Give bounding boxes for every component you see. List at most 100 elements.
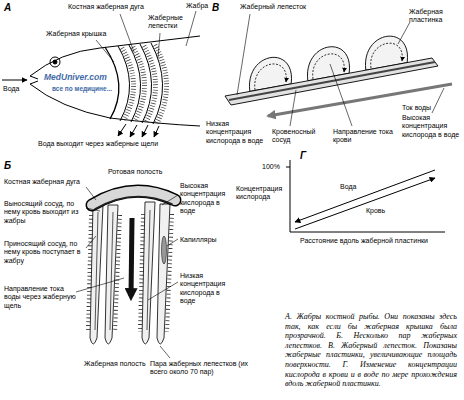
panel-letter: Б (4, 160, 11, 172)
fish-head (53, 60, 57, 64)
water-arrow (2, 80, 27, 81)
leader-line (162, 195, 178, 205)
capillaries (162, 236, 167, 264)
water-flow-arrow (131, 218, 132, 296)
graph-axes (286, 160, 445, 232)
leader-line (432, 88, 444, 113)
part-label: Костная жаберная дуга (4, 178, 84, 186)
part-label: Жаберные лепестки (148, 14, 186, 31)
leader-line (76, 278, 124, 292)
figure-caption: А. Жабры костной рыбы. Они показаны здес… (285, 312, 457, 389)
capillaries (147, 210, 150, 330)
water-arrow (2, 80, 159, 137)
leader-line (237, 14, 444, 126)
series-label: Вода (340, 183, 356, 191)
lamellae-ridges (88, 215, 91, 332)
part-label: Кровеносный сосуд (272, 128, 327, 145)
concentration-line (295, 170, 435, 229)
leader-line (86, 187, 96, 200)
bony-gill-arch (92, 191, 175, 205)
bony-gill-arch (92, 191, 175, 205)
note-label: Низкая концентрация кислорода в воде (180, 272, 232, 305)
capillaries (110, 212, 113, 330)
gill-filament (90, 205, 103, 344)
leader-line (330, 64, 352, 126)
lamellae-ridges (167, 214, 172, 332)
leader-line (160, 346, 170, 358)
capillaries (95, 210, 167, 330)
gill-filament-bar (225, 58, 438, 105)
leader-line (237, 14, 250, 95)
axis-label: Концентрация кислорода (236, 185, 286, 202)
blood-vessel (229, 62, 435, 100)
part-label: Приносящий сосуд, по нему кровь поступае… (4, 240, 84, 265)
flow-label: Направление тока воды через жаберную щел… (4, 285, 76, 310)
part-label: Капилляры (180, 236, 217, 244)
part-label: Жаберная пластинка (409, 8, 461, 25)
gill-filaments (144, 46, 156, 122)
part-label: Жаберная полость (84, 360, 146, 368)
watermark: все по медицине... (52, 85, 112, 93)
panel-letter: А (4, 2, 11, 14)
panel-letter: Г (300, 150, 306, 162)
panel-letter: В (212, 2, 219, 14)
part-label: Пара жаберных лепестков (их всего около … (150, 360, 260, 377)
axis-tick-label: 100% (262, 163, 280, 171)
watermark: MedUniver.com (44, 72, 107, 82)
concentration-line (295, 178, 435, 229)
part-label: Жаберная крышка (46, 30, 106, 38)
fish-head (30, 84, 200, 126)
water-flow-arrow (131, 218, 132, 296)
leader-line (96, 40, 114, 62)
gill-filament (142, 202, 155, 344)
leader-line (86, 208, 100, 211)
gill-filament (90, 202, 170, 344)
water-arrow (154, 126, 159, 137)
flow-label: Вода (3, 85, 19, 93)
flow-label: Ток воды (402, 104, 431, 112)
fish-head (105, 47, 119, 119)
graph-axes (286, 167, 290, 168)
fish-head (30, 36, 200, 126)
gill-filaments (122, 48, 134, 120)
leader-line (86, 236, 96, 248)
leader-line (76, 187, 178, 358)
leader-line (158, 33, 160, 58)
leader-line (186, 11, 196, 46)
fish-head (50, 57, 60, 67)
concentration-line (295, 170, 435, 222)
gill-filament-bar (225, 58, 438, 105)
leader-line (167, 239, 178, 246)
gill-filaments (155, 45, 167, 123)
bony-gill-arch (92, 191, 175, 209)
lamellae-ridges (88, 214, 172, 332)
graph-axes (290, 160, 445, 232)
water-flow-arrow (268, 84, 452, 116)
fish-head (30, 36, 200, 76)
leader-line (96, 11, 196, 62)
water-flow-arrow (268, 84, 452, 116)
series-label: Кровь (366, 207, 385, 215)
part-label: Костная жаберная дуга (68, 3, 144, 11)
note-label: Высокая концентрация кислорода в воде (402, 114, 460, 139)
leader-line (148, 282, 178, 300)
leader-line (290, 90, 296, 126)
part-label: Жаберный лепесток (240, 3, 306, 11)
capillaries (95, 212, 98, 330)
flow-label: Вода выходит через жаберные щели (38, 140, 158, 148)
gill-filament (105, 205, 118, 344)
gill-filament (157, 204, 170, 344)
water-arrow (130, 125, 137, 137)
leader-line (120, 14, 134, 52)
axis-label: Расстояние вдоль жаберной пластинки (300, 237, 428, 245)
part-label: Ротовая полость (108, 168, 162, 176)
part-label: Выносящий сосуд, по нему кровь выходит и… (4, 200, 84, 225)
leader-line (398, 22, 410, 44)
flow-label: Направление тока крови (333, 128, 395, 145)
gill-arches (118, 43, 163, 124)
lamellae-ridges (115, 215, 120, 332)
note-label: Высокая концентрация кислорода в воде (180, 182, 232, 215)
note-label: Низкая концентрация кислорода в воде (206, 120, 264, 145)
water-arrow (118, 124, 126, 136)
